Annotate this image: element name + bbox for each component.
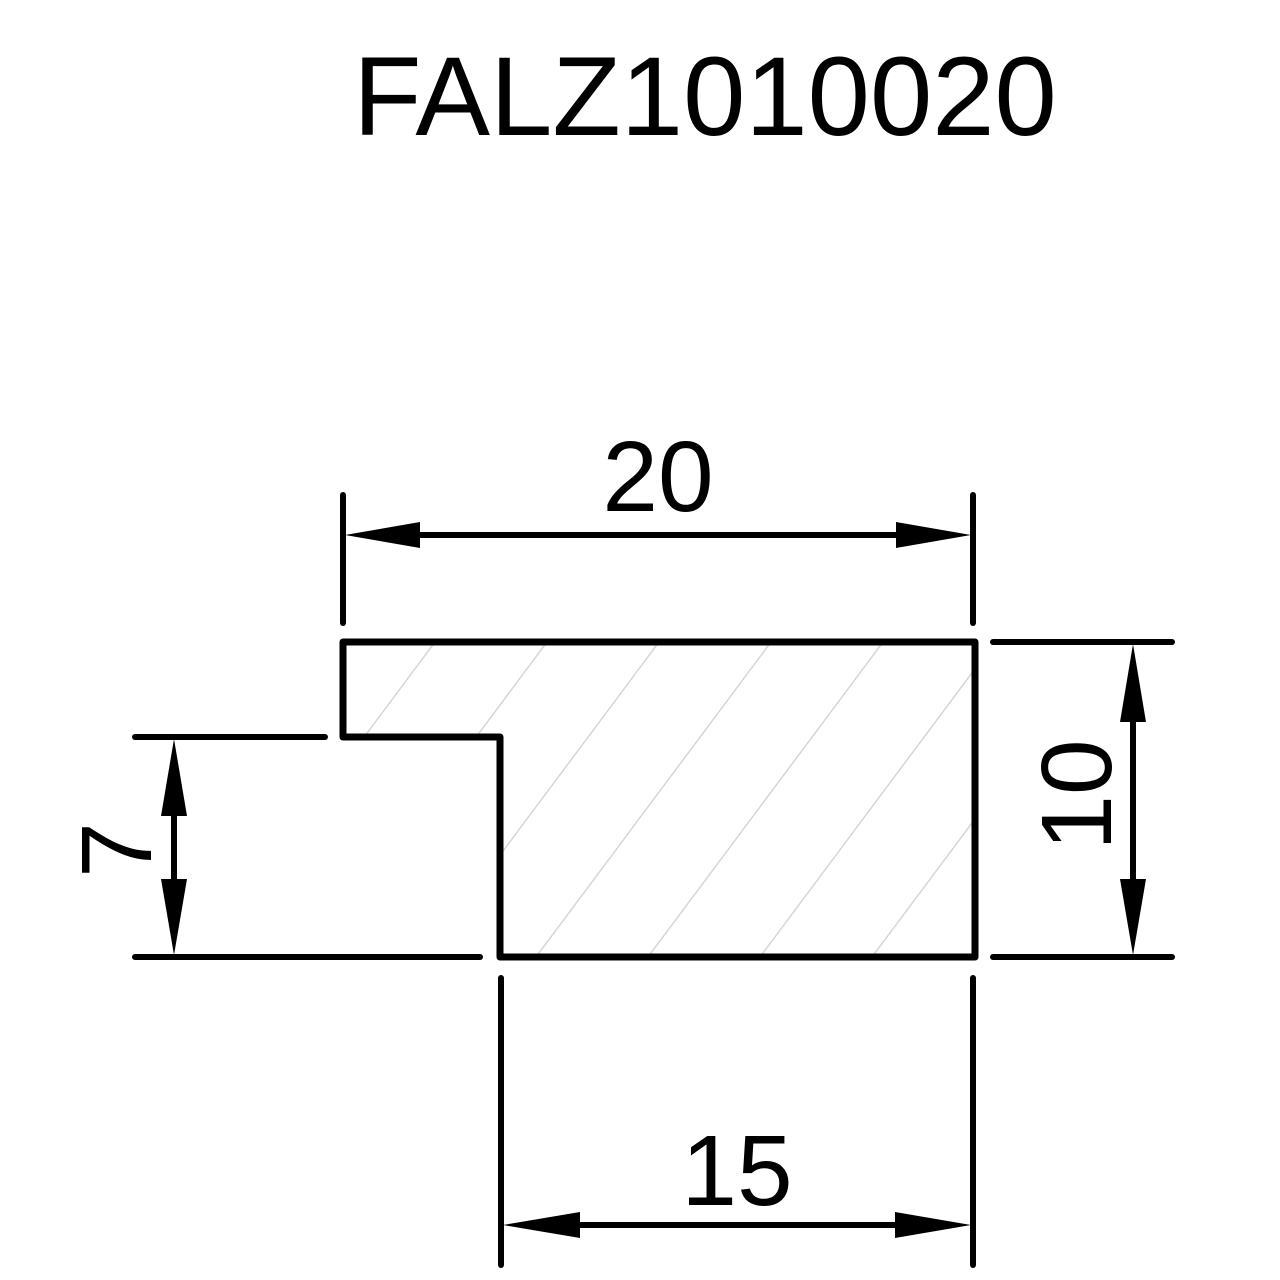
- section-hatching: [343, 642, 975, 957]
- dimension-label-15: 15: [681, 1115, 792, 1227]
- drawing-title: FALZ1010020: [353, 34, 1057, 159]
- dimension-label-10: 10: [1021, 739, 1133, 850]
- dimension-overall-width: 20: [340, 421, 976, 626]
- dimension-overall-height: 10: [990, 639, 1175, 960]
- dimension-label-7: 7: [61, 822, 173, 878]
- dimension-rebate-height: 7: [61, 734, 483, 960]
- dimension-label-20: 20: [602, 421, 713, 533]
- profile-outline: [339, 638, 979, 961]
- dimension-rebate-width: 15: [498, 975, 976, 1268]
